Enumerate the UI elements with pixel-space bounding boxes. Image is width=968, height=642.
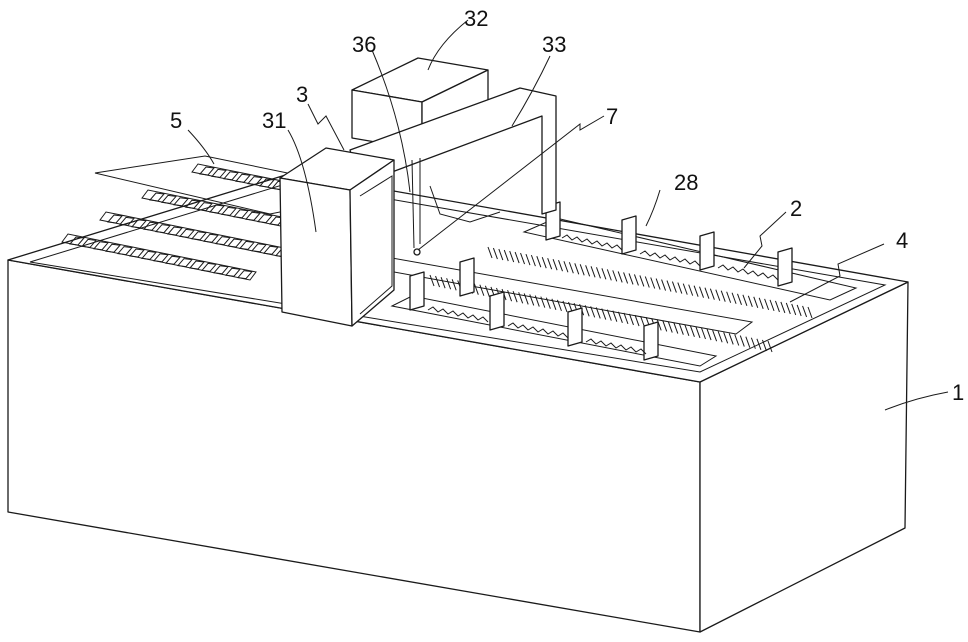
label-1: 1 (952, 380, 964, 405)
label-2: 2 (790, 196, 802, 221)
left-roller (224, 172, 238, 180)
label-32: 32 (464, 6, 488, 31)
upright-post (700, 232, 714, 270)
left-roller (108, 215, 122, 223)
label-36: 36 (352, 32, 376, 57)
leader-5 (188, 130, 214, 164)
label-3: 3 (296, 82, 308, 107)
label-28: 28 (674, 170, 698, 195)
left-roller (236, 174, 250, 182)
left-roller (212, 169, 226, 177)
left-roller (150, 193, 164, 201)
upright-post (490, 292, 504, 330)
upright-post (568, 308, 582, 346)
upright-post (460, 258, 474, 296)
label-31: 31 (262, 108, 286, 133)
label-4: 4 (896, 228, 908, 253)
column-front (280, 178, 352, 326)
left-roller (200, 167, 214, 175)
base-box (8, 173, 908, 632)
leader-28 (646, 190, 660, 226)
upright-post (778, 248, 792, 286)
label-7: 7 (606, 104, 618, 129)
left-roller (174, 198, 188, 206)
label-5: 5 (170, 108, 182, 133)
upright-post (622, 216, 636, 254)
gripper-tip (414, 249, 420, 255)
upright-post (410, 272, 424, 310)
leader-3 (308, 104, 344, 150)
label-33: 33 (542, 32, 566, 57)
left-roller (162, 195, 176, 203)
upright-post (644, 322, 658, 360)
